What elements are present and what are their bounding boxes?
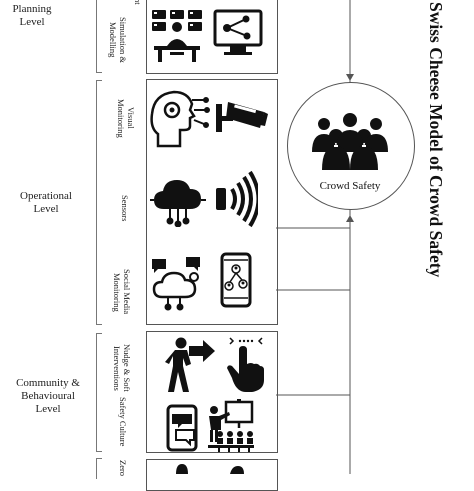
community-bracket	[96, 333, 102, 452]
nudge-line2: Interventions	[112, 345, 122, 391]
operational-level-line1: Operational	[20, 190, 72, 202]
presentation-icon	[204, 398, 256, 452]
sensors-label: Sensors	[120, 194, 130, 222]
crowd-icon	[310, 112, 390, 174]
bottom-fragment-label: Zero	[118, 459, 128, 477]
network-icon	[212, 8, 264, 60]
operational-level-label: Operational Level	[10, 190, 82, 216]
community-level-label: Community & Behavioural Level	[6, 377, 90, 416]
planning-fragment-text: nt	[133, 0, 143, 5]
planning-level-label: Planning Level	[12, 3, 52, 28]
planning-box	[146, 0, 278, 74]
partial-person-icon	[172, 463, 192, 474]
visual-line2: Monitoring	[116, 98, 126, 138]
cctv-camera-icon	[214, 94, 270, 136]
simulation-line2: Modelling	[108, 22, 118, 58]
phone-chat-icon	[166, 404, 200, 452]
connector-lines	[276, 0, 354, 474]
visual-monitoring-label: Visual Monitoring	[116, 88, 136, 148]
control-room-icon	[150, 8, 206, 64]
social-line2: Monitoring	[112, 272, 122, 312]
nudge-interventions-label: Nudge & Soft Interventions	[112, 337, 132, 399]
community-level-line1: Community &	[16, 377, 80, 389]
ai-head-icon	[150, 88, 210, 150]
operational-level-line2: Level	[33, 203, 59, 215]
diagram-title: Swiss Cheese Model of Crowd Safety	[426, 2, 446, 278]
safety-culture-label: Safety Culture	[118, 397, 128, 447]
person-arrow-icon	[165, 336, 217, 394]
nudge-line1: Nudge & Soft	[122, 344, 132, 392]
simulation-line1: Simulation &	[118, 16, 128, 64]
social-chat-icon	[150, 255, 208, 311]
simulation-modelling-label: Simulation & Modelling	[108, 12, 128, 68]
social-media-monitoring-label: Social Media Monitoring	[112, 262, 132, 322]
visual-line1: Visual	[126, 107, 136, 129]
cloud-iot-icon	[150, 175, 206, 227]
smartphone-network-icon	[220, 252, 252, 308]
social-line1: Social Media	[122, 269, 132, 315]
planning-bracket	[96, 0, 102, 73]
community-level-line3: Level	[35, 403, 61, 415]
wireless-signal-icon	[214, 170, 258, 228]
operational-bracket	[96, 80, 102, 325]
bottom-bracket-fragment	[96, 458, 102, 479]
crowd-safety-label: Crowd Safety	[319, 180, 381, 192]
partial-icon-right	[228, 464, 246, 474]
community-level-line2: Behavioural	[21, 390, 75, 402]
touch-hand-icon	[226, 336, 266, 392]
